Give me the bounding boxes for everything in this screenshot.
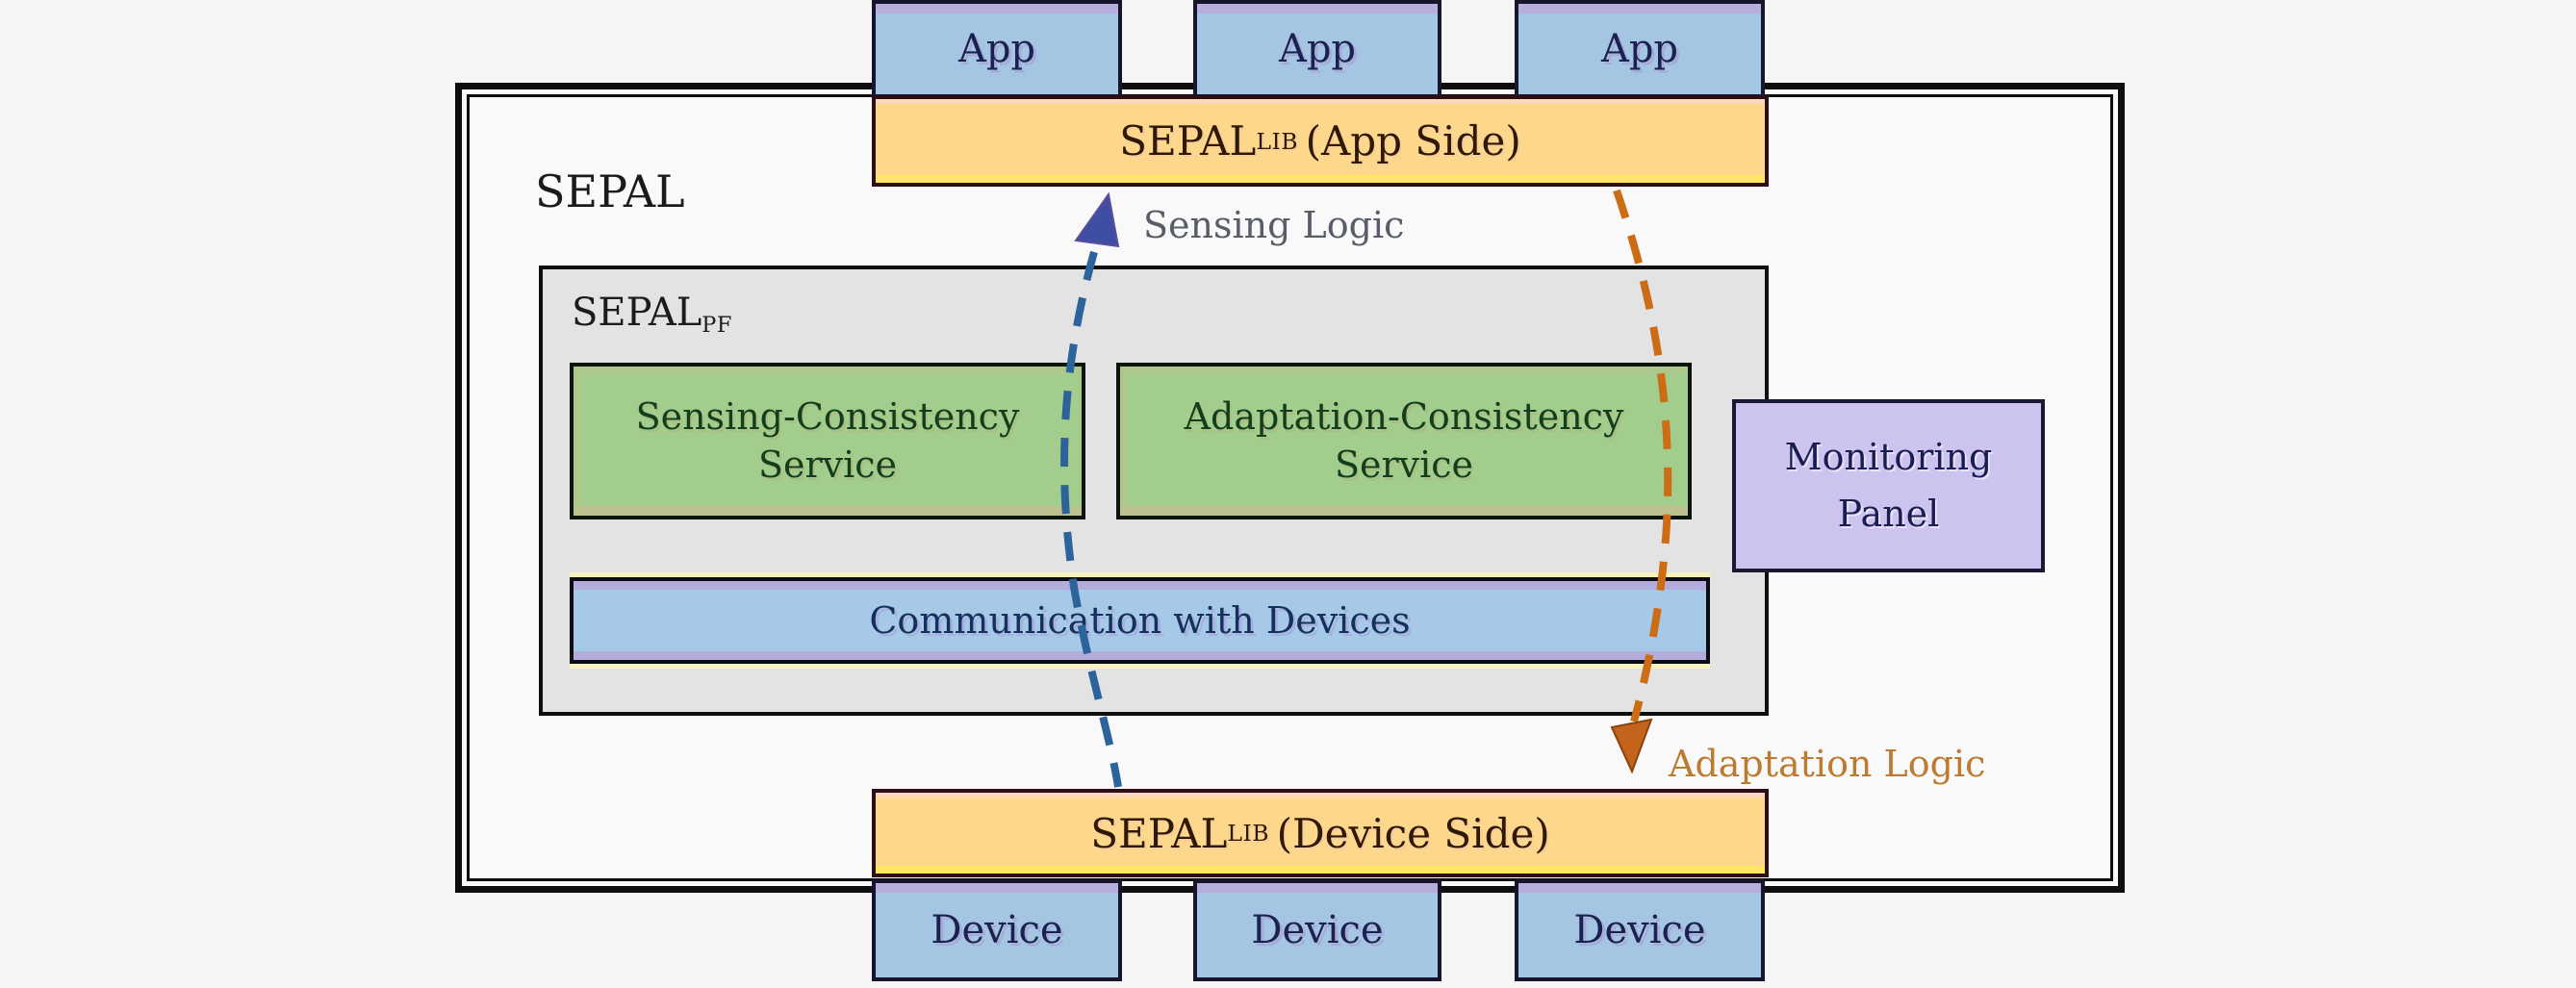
adaptation-logic-label: Adaptation Logic — [1669, 743, 1986, 785]
communication-with-devices-label: Communication with Devices — [869, 599, 1411, 642]
app-node-1-label: App — [957, 27, 1036, 71]
app-node-3-label: App — [1600, 27, 1679, 71]
app-bar-suffix-label: (App Side) — [1305, 117, 1521, 165]
device-bar-subscript: LIB — [1227, 820, 1270, 847]
pf-label-subscript: PF — [701, 313, 732, 339]
communication-with-devices-bar: Communication with Devices — [570, 577, 1710, 664]
device-bar-suffix-label: (Device Side) — [1276, 809, 1550, 857]
device-node-2-label: Device — [1251, 908, 1384, 952]
monitoring-panel-box: Monitoring Panel — [1732, 399, 2045, 572]
device-node-1: Device — [872, 879, 1122, 981]
app-node-2-label: App — [1278, 27, 1357, 71]
monitoring-panel-label: Monitoring Panel — [1784, 436, 1993, 535]
app-node-2: App — [1193, 0, 1441, 98]
device-bar-base-label: SEPAL — [1090, 809, 1228, 857]
sepal-label: SEPAL — [535, 165, 685, 217]
sensing-logic-label: Sensing Logic — [1143, 204, 1405, 246]
pf-label-base: SEPAL — [572, 291, 702, 335]
sensing-consistency-service-box: Sensing-Consistency Service — [570, 363, 1085, 519]
adaptation-consistency-service-box: Adaptation-Consistency Service — [1116, 363, 1692, 519]
app-bar-base-label: SEPAL — [1119, 117, 1257, 165]
device-node-2: Device — [1193, 879, 1441, 981]
adaptation-consistency-service-label: Adaptation-Consistency Service — [1184, 395, 1624, 486]
sepal-pf-label: SEPALPF — [572, 291, 732, 338]
device-node-3: Device — [1515, 879, 1765, 981]
device-node-1-label: Device — [931, 908, 1063, 952]
app-node-3: App — [1515, 0, 1765, 98]
sensing-consistency-service-label: Sensing-Consistency Service — [635, 395, 1020, 486]
app-node-1: App — [872, 0, 1122, 98]
device-node-3-label: Device — [1573, 908, 1706, 952]
app-bar-subscript: LIB — [1256, 127, 1299, 155]
